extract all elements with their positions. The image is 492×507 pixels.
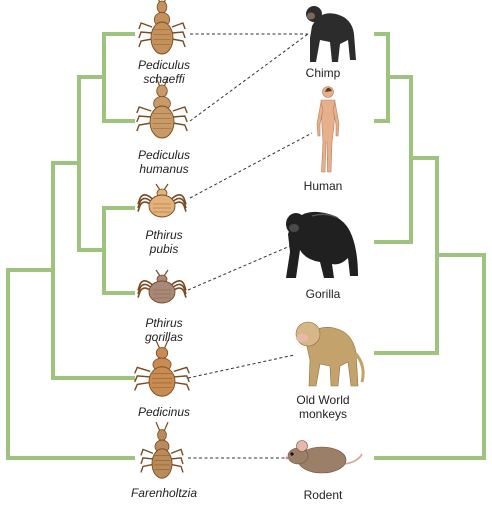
association-line-pthirus-pubis	[189, 132, 313, 199]
parasite-label-pedicinus: Pedicinus	[137, 405, 191, 419]
tree-left-clade-primate-lice	[51, 161, 135, 380]
louse-icon	[136, 76, 188, 139]
louse-icon	[134, 339, 190, 397]
chimp-icon	[306, 6, 356, 62]
parasite-phylogeny-tree	[6, 32, 135, 460]
host-label-chimp: Chimp	[305, 66, 341, 80]
baboon-icon	[295, 321, 365, 387]
gorilla-icon	[286, 211, 358, 278]
host-label-rodent: Rodent	[303, 488, 343, 502]
crab-louse-icon	[137, 269, 187, 304]
association-line-pediculus-humanus	[189, 33, 309, 122]
louse-icon	[140, 421, 184, 479]
host-label-human: Human	[303, 179, 343, 193]
mouse-icon	[285, 440, 363, 474]
crab-louse-icon	[137, 183, 187, 218]
tree-right-clade-primates	[374, 156, 439, 355]
parasite-label-farenholtzia: Farenholtzia	[130, 486, 198, 500]
association-line-pedicinus	[187, 354, 295, 379]
tree-left-clade-hominid-lice	[77, 75, 106, 252]
tree-right-root	[374, 253, 486, 460]
tree-left-root	[6, 268, 135, 460]
human-icon	[316, 86, 340, 173]
host-label-gorilla: Gorilla	[305, 287, 341, 301]
louse-icon	[138, 0, 186, 55]
association-lines	[187, 33, 313, 459]
parasite-icons	[134, 0, 190, 479]
association-line-pthirus-gorillas	[187, 245, 291, 291]
host-icons	[285, 6, 365, 474]
tree-right-clade-african-apes	[374, 75, 413, 244]
host-phylogeny-tree	[374, 32, 486, 460]
